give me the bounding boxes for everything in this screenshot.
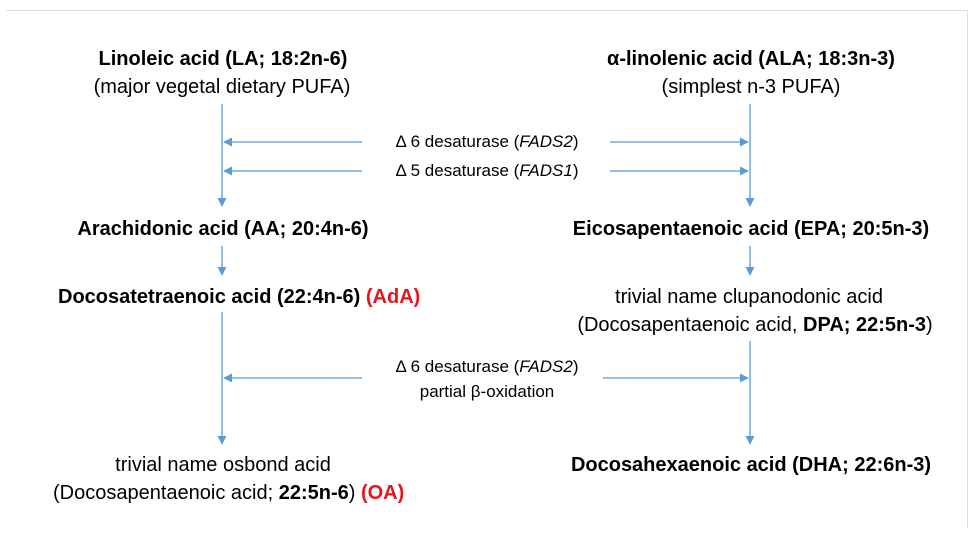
- oa-abbr: (OA): [360, 482, 405, 504]
- ada-line: Docosatetraenoic acid (22:4n-6) (AdA): [58, 284, 448, 310]
- beta-oxidation-label: partial β-oxidation: [419, 382, 555, 401]
- d5-gene: FADS1: [519, 161, 573, 180]
- d6b-prefix: Δ 6 desaturase (: [395, 357, 520, 376]
- dpa-line2: (Docosapentaenoic acid, DPA; 22:5n-3): [550, 312, 960, 338]
- dpa-close: ): [926, 314, 933, 336]
- enzyme-d6b: Δ 6 desaturase (FADS2): [370, 356, 604, 378]
- ala-label: α-linolenic acid (ALA; 18:3n-3): [607, 48, 895, 70]
- d5-close: ): [572, 161, 579, 180]
- d5-prefix: Δ 5 desaturase (: [395, 161, 520, 180]
- figure-frame: [6, 10, 968, 528]
- aa-label: Arachidonic acid (AA; 20:4n-6): [77, 218, 369, 240]
- la-label: Linoleic acid (LA; 18:2n-6): [98, 48, 348, 70]
- oa-close: ): [348, 482, 356, 504]
- oa-line1: trivial name osbond acid: [115, 454, 331, 476]
- dpa-line1: trivial name clupanodonic acid: [615, 286, 883, 308]
- d6b-gene: FADS2: [519, 357, 573, 376]
- la-note: (major vegetal dietary PUFA): [93, 76, 351, 98]
- oa-line2: (Docosapentaenoic acid; 22:5n-6) (OA): [53, 480, 423, 506]
- dpa-code: DPA; 22:5n-3: [803, 314, 927, 336]
- dha-label: Docosahexaenoic acid (DHA; 22:6n-3): [570, 454, 932, 476]
- oa-code: 22:5n-6: [278, 482, 349, 504]
- d6-close: ): [572, 132, 579, 151]
- dpa-prefix: (Docosapentaenoic acid,: [577, 314, 804, 336]
- ala-note: (simplest n-3 PUFA): [661, 76, 841, 98]
- oa-prefix: (Docosapentaenoic acid;: [53, 482, 279, 504]
- ada-label: Docosatetraenoic acid (22:4n-6): [58, 286, 361, 308]
- d6b-close: ): [572, 357, 579, 376]
- epa-label: Eicosapentaenoic acid (EPA; 20:5n-3): [572, 218, 930, 240]
- enzyme-d5: Δ 5 desaturase (FADS1): [370, 160, 604, 182]
- ada-abbr: (AdA): [365, 286, 421, 308]
- enzyme-d6: Δ 6 desaturase (FADS2): [370, 131, 604, 153]
- d6-prefix: Δ 6 desaturase (: [395, 132, 520, 151]
- d6-gene: FADS2: [519, 132, 573, 151]
